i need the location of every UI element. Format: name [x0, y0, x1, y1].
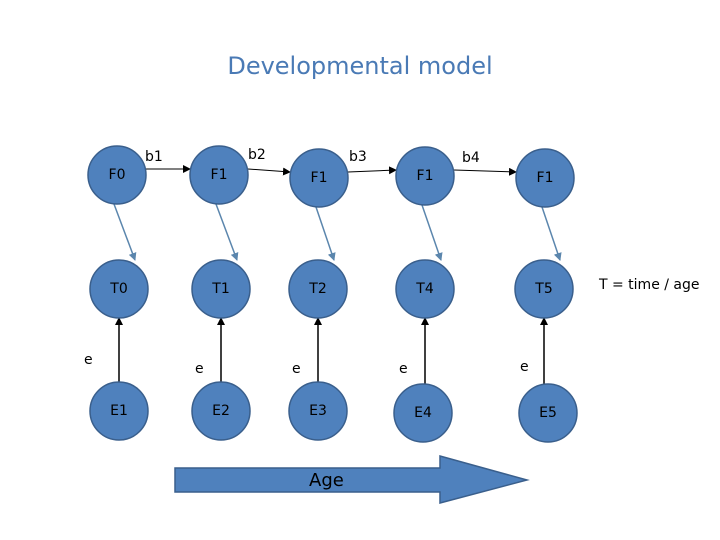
b-label-1: b2	[248, 147, 266, 163]
f-node-label-3: F1	[416, 168, 434, 184]
f-to-t-arrow-0	[113, 203, 137, 261]
f-to-t-arrow-2	[315, 206, 336, 261]
diagram-title: Developmental model	[227, 52, 493, 80]
error-label-4: e	[520, 359, 529, 375]
t-node-label-2: T2	[309, 281, 327, 297]
e-node-4	[518, 383, 578, 443]
b-label-3: b4	[462, 150, 480, 166]
f-node-0	[87, 145, 147, 205]
f-node-4	[515, 148, 575, 208]
f-node-3	[395, 146, 455, 206]
e-node-3	[393, 383, 453, 443]
f-node-1	[189, 145, 249, 205]
b-arrow-2	[347, 166, 397, 175]
b-label-0: b1	[145, 149, 163, 165]
b-label-2: b3	[349, 149, 367, 165]
time-legend: T = time / age	[599, 277, 700, 293]
age-arrow-label: Age	[309, 470, 344, 491]
error-label-0: e	[84, 352, 93, 368]
f-to-t-arrow-4	[541, 206, 562, 261]
t-node-label-1: T1	[212, 281, 230, 297]
error-label-2: e	[292, 361, 301, 377]
t-node-label-0: T0	[110, 281, 128, 297]
t-node-3	[395, 259, 455, 319]
b-arrow-1	[247, 167, 291, 176]
t-node-label-4: T5	[535, 281, 553, 297]
t-node-0	[89, 259, 149, 319]
t-node-1	[191, 259, 251, 319]
e-node-0	[89, 381, 149, 441]
f-node-label-4: F1	[536, 170, 554, 186]
e-node-label-3: E4	[414, 405, 432, 421]
b-arrow-3	[453, 167, 517, 176]
f-node-label-0: F0	[108, 167, 126, 183]
error-label-1: e	[195, 361, 204, 377]
e-node-2	[288, 381, 348, 441]
e-node-label-1: E2	[212, 403, 230, 419]
f-node-label-1: F1	[210, 167, 228, 183]
t-node-2	[288, 259, 348, 319]
f-to-t-arrow-1	[215, 203, 239, 261]
age-arrow	[174, 455, 530, 504]
e-node-label-4: E5	[539, 405, 557, 421]
error-label-3: e	[399, 361, 408, 377]
f-node-2	[289, 148, 349, 208]
e-node-1	[191, 381, 251, 441]
f-to-t-arrow-3	[421, 204, 443, 261]
e-node-label-0: E1	[110, 403, 128, 419]
t-node-4	[514, 259, 574, 319]
f-node-label-2: F1	[310, 170, 328, 186]
e-node-label-2: E3	[309, 403, 327, 419]
t-node-label-3: T4	[416, 281, 434, 297]
